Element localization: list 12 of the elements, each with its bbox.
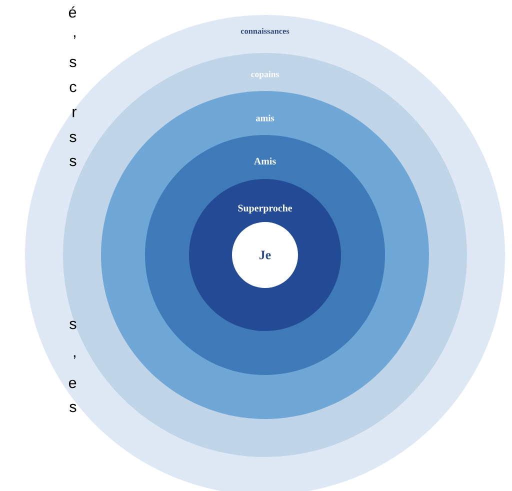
- text-fragment: s: [70, 58, 76, 68]
- text-fragment: r: [72, 108, 77, 118]
- text-fragment: e: [68, 380, 76, 388]
- text-fragment: s: [70, 158, 76, 166]
- text-fragment: s: [70, 320, 76, 330]
- text-fragment: é: [68, 6, 76, 18]
- text-fragment: ,: [74, 35, 76, 39]
- text-fragment: s: [70, 404, 76, 412]
- text-fragment: s: [70, 134, 76, 142]
- circle-center: Je: [232, 222, 298, 288]
- text-fragment: c: [70, 84, 76, 92]
- text-fragment: ,: [74, 355, 76, 359]
